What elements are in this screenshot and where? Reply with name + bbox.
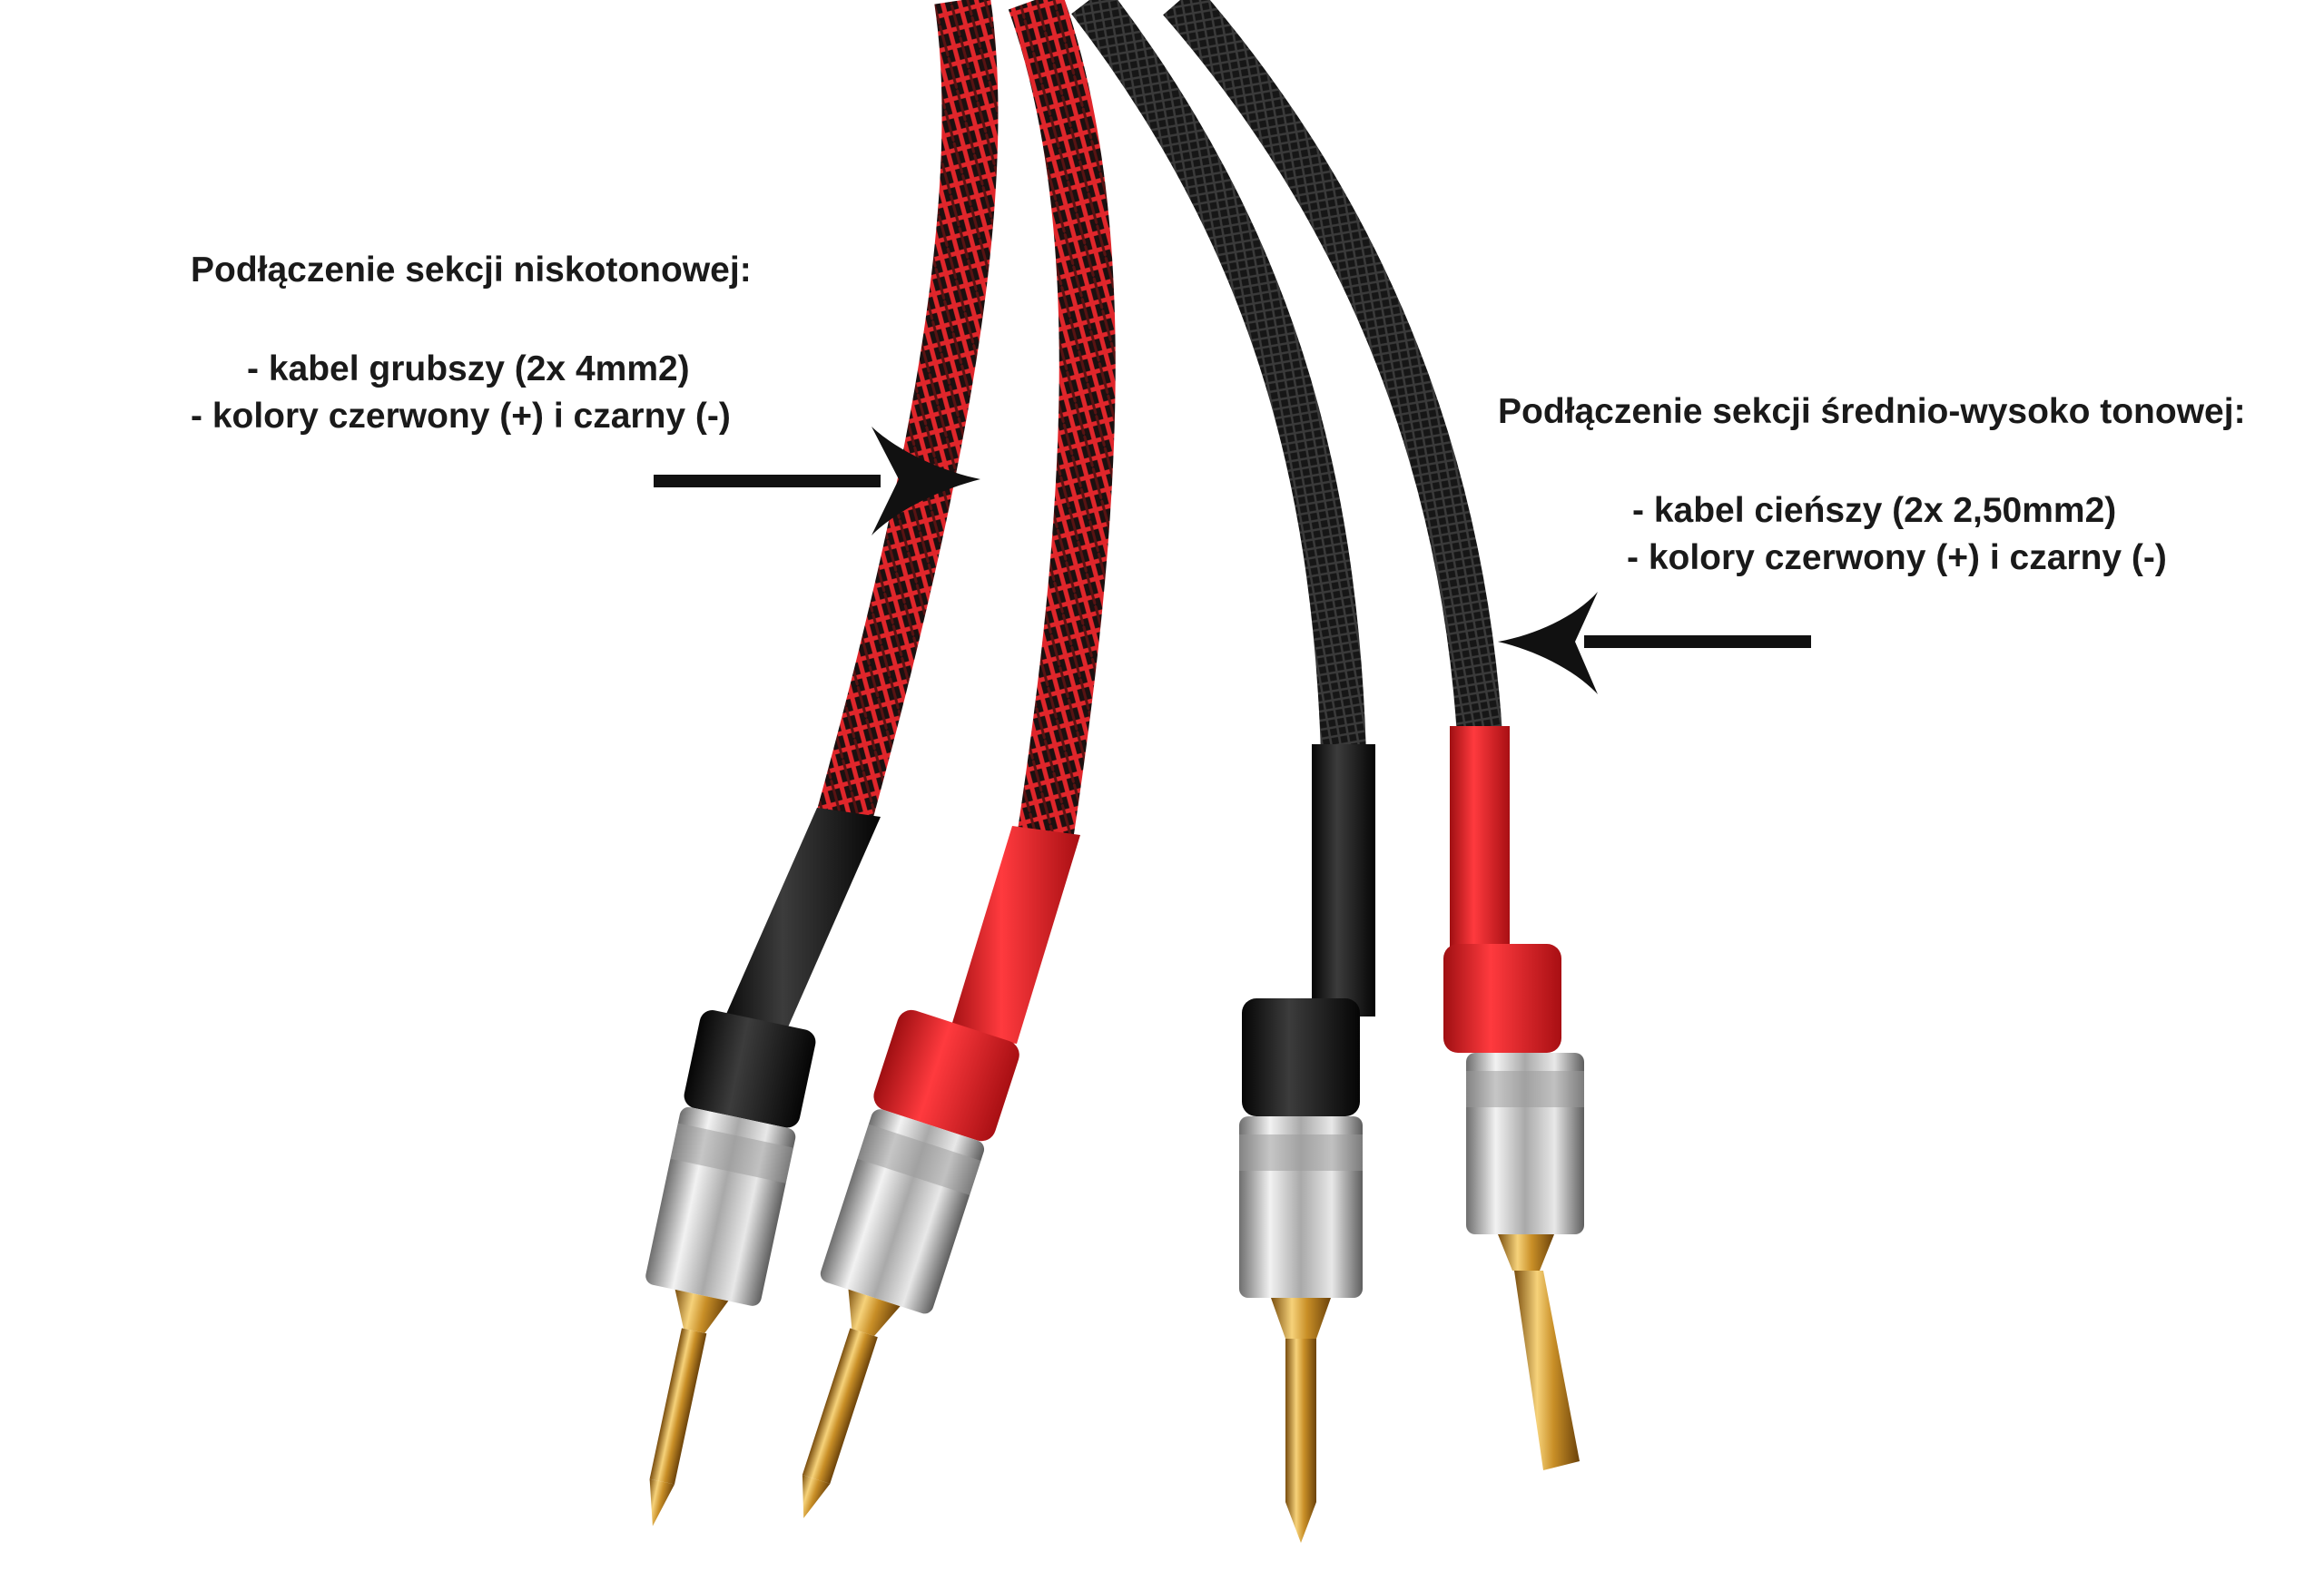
banana-plug-black-thick <box>645 1010 816 1527</box>
bass-caption-heading: Podłączenie sekcji niskotonowej: <box>191 250 752 290</box>
thick-cable-black <box>817 0 999 825</box>
midhigh-caption-heading: Podłączenie sekcji średnio-wysoko tonowe… <box>1498 392 2246 431</box>
banana-plug-red-thick <box>802 1009 1019 1518</box>
left-arrow-icon <box>1498 592 1811 694</box>
thin-cable-red <box>1163 0 1502 737</box>
midhigh-caption-line2: - kolory czerwony (+) i czarny (-) <box>1627 538 2167 578</box>
thick-cable-red <box>1008 0 1116 849</box>
thin-cable-black <box>1071 0 1366 754</box>
bass-caption-line2: - kolory czerwony (+) i czarny (-) <box>191 397 731 437</box>
midhigh-section-caption: Podłączenie sekcji średnio-wysoko tonowe… <box>1498 388 2246 583</box>
banana-plug-red-thin <box>1443 944 1584 1470</box>
bass-caption-line1: - kabel grubszy (2x 4mm2) <box>247 349 690 388</box>
right-arrow-icon <box>654 427 980 535</box>
banana-plug-black-thin <box>1239 998 1363 1543</box>
bass-section-caption: Podłączenie sekcji niskotonowej: - kabel… <box>191 247 752 441</box>
midhigh-caption-line1: - kabel cieńszy (2x 2,50mm2) <box>1632 490 2117 530</box>
